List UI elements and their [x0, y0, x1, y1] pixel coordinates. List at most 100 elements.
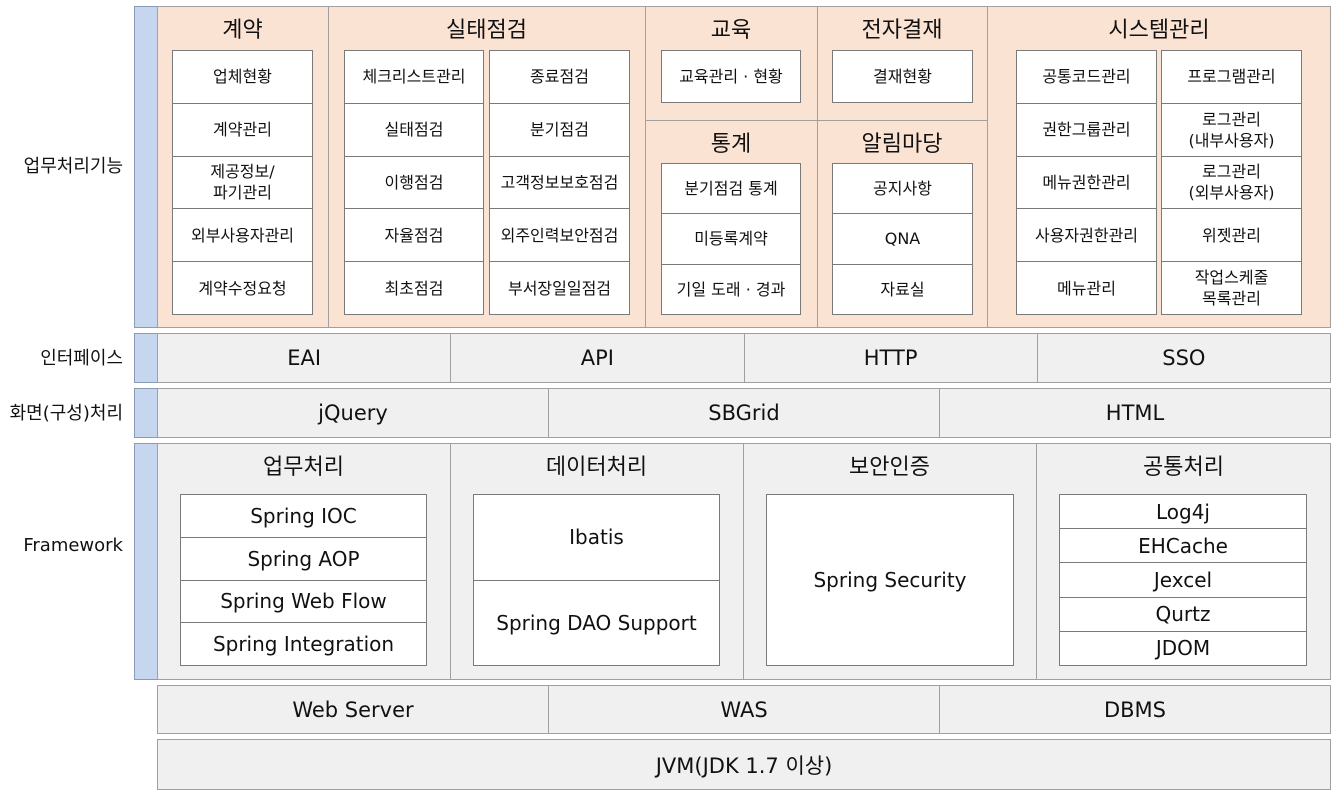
list-item: Spring Security	[813, 568, 967, 592]
row-marker-business	[134, 6, 158, 328]
list-item: 계약관리	[173, 102, 312, 156]
list-item: 고객정보보호점검	[490, 155, 629, 209]
framework-title-security: 보안인증	[849, 455, 930, 480]
list-item: Jexcel	[1060, 562, 1306, 596]
statistics-list: 분기점검 통계 미등록계약 기일 도래 · 경과	[661, 163, 801, 315]
list-item: 체크리스트관리	[362, 67, 466, 87]
framework-title-data: 데이터처리	[545, 455, 648, 480]
divider	[743, 443, 744, 680]
server-item: Web Server	[292, 697, 414, 722]
system-list-1: 공통코드관리 권한그룹관리 메뉴권한관리 사용자권한관리 메뉴관리	[1016, 50, 1157, 315]
row-marker-interface	[134, 333, 158, 383]
list-item: 공지사항	[873, 179, 932, 199]
list-item: 업체현황	[213, 67, 272, 87]
server-row: Web Server WAS DBMS	[157, 685, 1331, 734]
server-item: WAS	[548, 686, 939, 733]
framework-title-business: 업무처리	[263, 455, 344, 480]
divider	[645, 120, 987, 121]
approval-list: 결재현황	[832, 50, 973, 103]
list-item: QNA	[833, 213, 972, 263]
screen-item: SBGrid	[548, 389, 939, 437]
section-title-inspection: 실태점검	[446, 18, 527, 43]
list-item: 실태점검	[345, 102, 483, 156]
list-item: 사용자권한관리	[1017, 208, 1156, 261]
list-item: Ibatis	[569, 525, 624, 550]
list-item: 분기점검 통계	[684, 179, 778, 199]
framework-title-common: 공통처리	[1143, 455, 1224, 480]
list-item: 계약수정요청	[173, 261, 312, 314]
interface-item: API	[450, 334, 743, 382]
section-title-statistics: 통계	[710, 132, 752, 157]
server-item: DBMS	[939, 686, 1330, 733]
row-marker-framework	[134, 443, 158, 680]
list-item: JDOM	[1060, 630, 1306, 665]
list-item: Log4j	[1155, 499, 1210, 524]
notice-list: 공지사항 QNA 자료실	[832, 163, 973, 315]
list-item: 작업스케줄 목록관리	[1162, 261, 1301, 314]
section-title-approval: 전자결재	[861, 18, 943, 43]
education-list: 교육관리 · 현황	[661, 50, 801, 103]
list-item: 로그관리 (내부사용자)	[1162, 102, 1301, 156]
divider	[328, 6, 329, 328]
list-item: 분기점검	[490, 102, 629, 156]
list-item: Spring IOC	[250, 503, 357, 528]
list-item: 메뉴관리	[1017, 261, 1156, 314]
screen-row: jQuery SBGrid HTML	[157, 388, 1331, 438]
list-item: 이행점검	[345, 155, 483, 209]
jvm-row: JVM(JDK 1.7 이상)	[157, 739, 1331, 790]
row-marker-screen	[134, 388, 158, 438]
list-item: Spring AOP	[181, 536, 426, 580]
framework-common-list: Log4j EHCache Jexcel Qurtz JDOM	[1059, 494, 1307, 666]
section-title-contract: 계약	[222, 18, 263, 43]
framework-security-list: Spring Security	[766, 494, 1014, 666]
row-label-screen: 화면(구성)처리	[9, 403, 123, 424]
list-item: 미등록계약	[662, 213, 800, 263]
divider	[987, 6, 988, 328]
inspection-list-2: 종료점검 분기점검 고객정보보호점검 외주인력보안점검 부서장일일점검	[489, 50, 630, 315]
interface-item: EAI	[287, 346, 322, 370]
list-item: 부서장일일점검	[490, 261, 629, 314]
list-item: Spring DAO Support	[474, 579, 719, 666]
list-item: 프로그램관리	[1187, 67, 1276, 87]
section-title-notice: 알림마당	[861, 132, 943, 157]
row-label-interface: 인터페이스	[40, 348, 123, 369]
row-label-framework: Framework	[23, 534, 123, 556]
interface-item: HTTP	[743, 334, 1037, 382]
list-item: EHCache	[1060, 528, 1306, 562]
divider	[645, 6, 646, 328]
list-item: 외부사용자관리	[173, 208, 312, 261]
list-item: 위젯관리	[1162, 208, 1301, 261]
list-item: 외주인력보안점검	[490, 208, 629, 261]
row-label-business: 업무처리기능	[23, 156, 123, 177]
framework-business-list: Spring IOC Spring AOP Spring Web Flow Sp…	[180, 494, 427, 666]
list-item: Spring Integration	[181, 622, 426, 665]
list-item: 교육관리 · 현황	[679, 67, 783, 86]
system-list-2: 프로그램관리 로그관리 (내부사용자) 로그관리 (외부사용자) 위젯관리 작업…	[1161, 50, 1302, 315]
screen-item: jQuery	[318, 401, 388, 425]
list-item: 종료점검	[530, 67, 589, 87]
jvm-label: JVM(JDK 1.7 이상)	[655, 753, 833, 778]
section-title-education: 교육	[710, 18, 752, 43]
list-item: Spring Web Flow	[181, 579, 426, 623]
interface-row: EAI API HTTP SSO	[157, 333, 1331, 383]
list-item: Qurtz	[1060, 596, 1306, 631]
divider	[817, 6, 818, 328]
framework-data-list: Ibatis Spring DAO Support	[473, 494, 720, 666]
list-item: 로그관리 (외부사용자)	[1162, 155, 1301, 209]
list-item: 권한그룹관리	[1017, 102, 1156, 156]
list-item: 자료실	[833, 263, 972, 314]
list-item: 공통코드관리	[1042, 67, 1131, 87]
divider	[1036, 443, 1037, 680]
section-title-system: 시스템관리	[1108, 18, 1210, 43]
contract-list: 업체현황 계약관리 제공정보/ 파기관리 외부사용자관리 계약수정요청	[172, 50, 313, 315]
list-item: 메뉴권한관리	[1017, 155, 1156, 209]
interface-item: SSO	[1036, 334, 1330, 382]
list-item: 결재현황	[873, 67, 932, 86]
screen-item: HTML	[939, 389, 1330, 437]
list-item: 기일 도래 · 경과	[662, 263, 800, 314]
list-item: 자율점검	[345, 208, 483, 261]
divider	[450, 443, 451, 680]
inspection-list-1: 체크리스트관리 실태점검 이행점검 자율점검 최초점검	[344, 50, 484, 315]
list-item: 제공정보/ 파기관리	[173, 155, 312, 209]
list-item: 최초점검	[345, 261, 483, 314]
